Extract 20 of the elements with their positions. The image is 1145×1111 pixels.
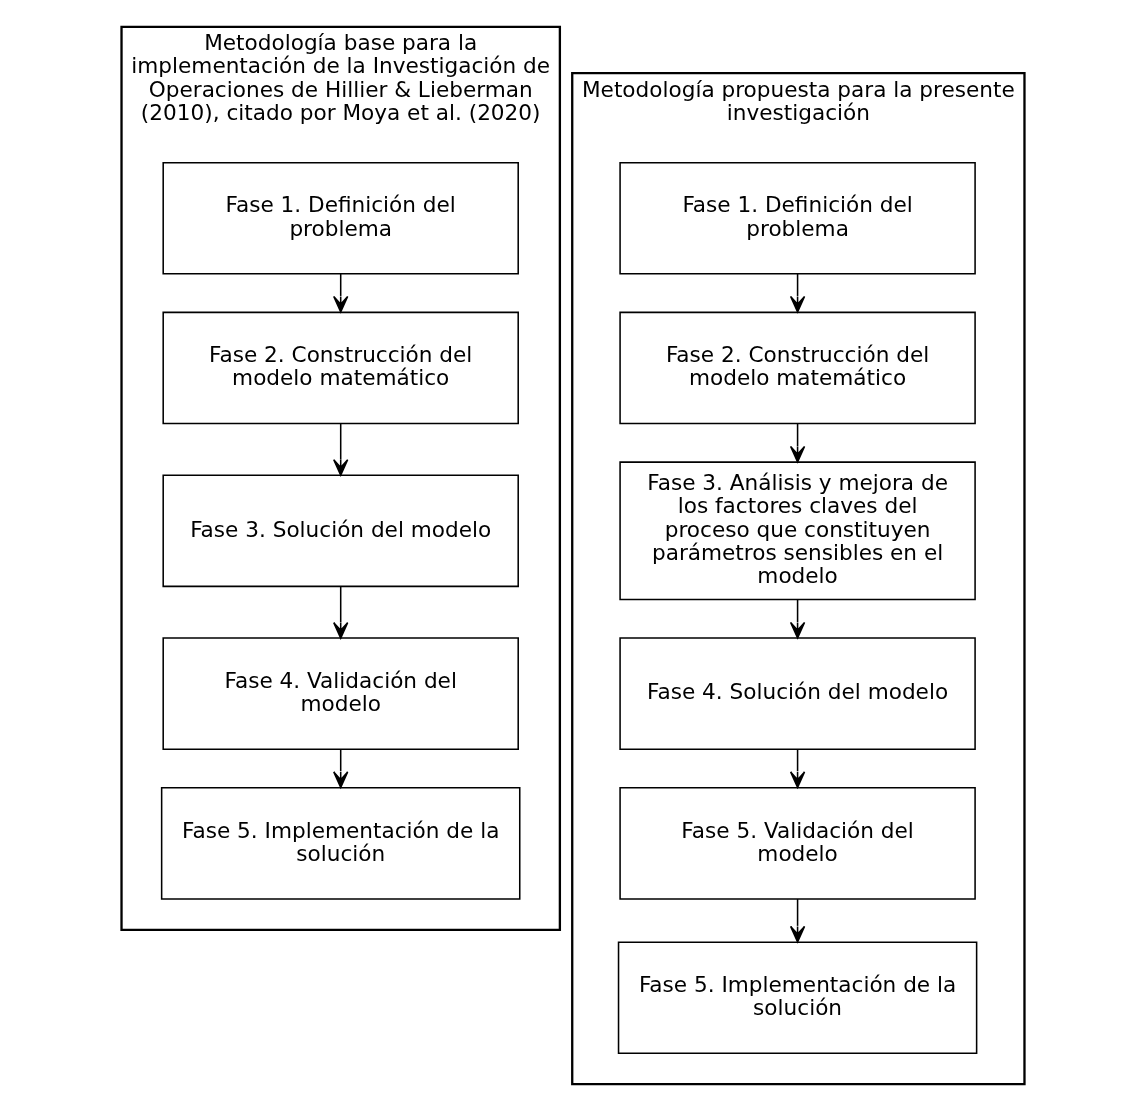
- node-box: Fase 3. Solución del modelo: [161, 474, 519, 588]
- node-box: Fase 5. Implementación de la solución: [617, 941, 977, 1055]
- node-box: Fase 1. Definición del problema: [618, 161, 976, 275]
- arrow: [332, 422, 348, 476]
- node-box: Fase 4. Solución del modelo: [618, 637, 976, 750]
- arrow: [789, 898, 805, 943]
- arrow: [789, 598, 805, 639]
- arrow: [332, 585, 348, 639]
- node-box: Fase 5. Validación del modelo: [618, 787, 976, 900]
- node-box: Fase 2. Construcción del modelo matemático: [618, 311, 976, 425]
- node-box: Fase 1. Definición del problema: [161, 161, 519, 275]
- node-box: Fase 4. Validación del modelo: [161, 637, 519, 750]
- node-box: Fase 5. Implementación de la solución: [160, 787, 520, 900]
- node-box: Fase 2. Construcción del modelo matemático: [161, 311, 519, 425]
- arrow: [789, 748, 805, 789]
- node-box: Fase 3. Análisis y mejora de los factores claves del proceso que constituyen parámetros sensibles en el modelo: [618, 461, 976, 601]
- arrow: [332, 273, 348, 313]
- arrow: [789, 273, 805, 313]
- arrow: [332, 748, 348, 789]
- arrow: [789, 422, 805, 463]
